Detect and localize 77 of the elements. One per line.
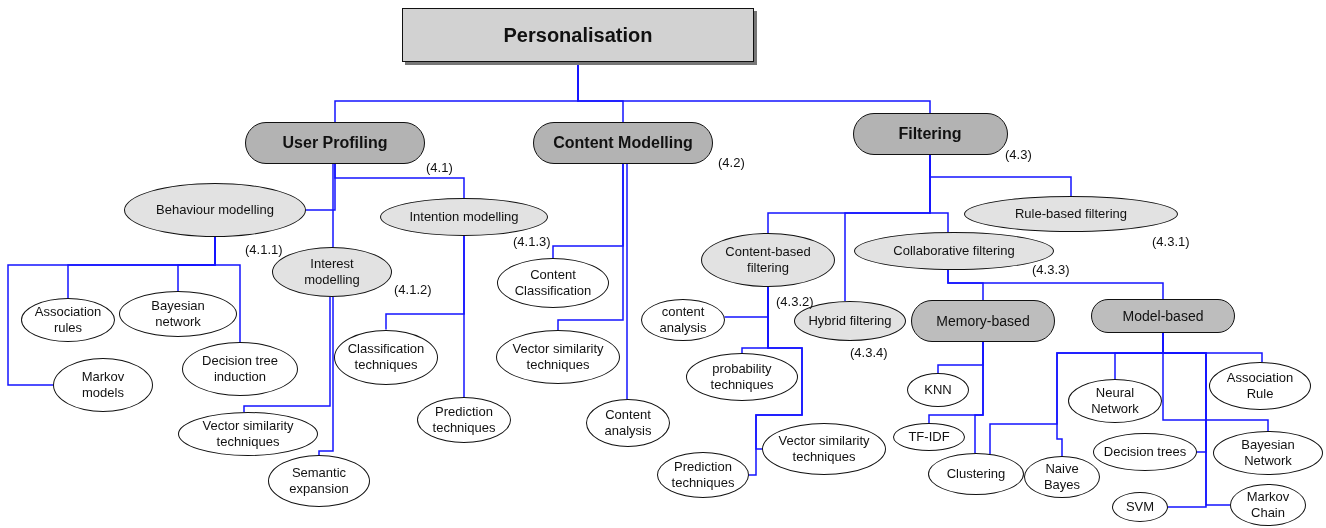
category-pill <box>533 122 713 164</box>
node-label: Bayesian network <box>150 298 206 330</box>
section-number: (4.1.2) <box>394 282 432 297</box>
technique-ellipse <box>893 423 965 451</box>
category-pill <box>1091 299 1235 333</box>
technique-ellipse <box>119 291 237 337</box>
section-number: (4.1) <box>426 160 453 175</box>
technique-ellipse <box>1093 433 1197 471</box>
node-label: Personalisation <box>503 23 653 47</box>
section-number: (4.3.3) <box>1032 262 1070 277</box>
node-label: Content Modelling <box>553 133 693 153</box>
connector-line <box>844 154 931 302</box>
node-label: Association rules <box>33 304 103 336</box>
connector-line <box>947 269 1164 300</box>
connector-line <box>463 235 465 398</box>
section-number: (4.3.1) <box>1152 234 1190 249</box>
connector-line <box>243 296 331 413</box>
technique-ellipse <box>1068 379 1162 423</box>
connector-line <box>557 163 624 331</box>
title-box <box>402 8 754 62</box>
node-label: User Profiling <box>282 133 388 153</box>
technique-ellipse <box>907 373 969 407</box>
section-number: (4.2) <box>718 155 745 170</box>
node-label: Decision tree induction <box>201 353 279 385</box>
technique-ellipse <box>178 412 318 456</box>
node-label: Markov Chain <box>1245 489 1291 521</box>
node-label: Model-based <box>1122 307 1204 325</box>
node-label: Classification techniques <box>346 341 426 373</box>
section-number: (4.1.3) <box>513 234 551 249</box>
connector-line <box>332 163 334 248</box>
category-pill <box>245 122 425 164</box>
connector-line <box>748 286 803 476</box>
node-label: Interest modelling <box>303 256 361 288</box>
connector-line <box>974 341 984 454</box>
section-number: (4.3) <box>1005 147 1032 162</box>
connector-line <box>318 296 334 456</box>
node-label: probability techniques <box>709 361 775 393</box>
connector-line <box>214 236 241 343</box>
node-label: Clustering <box>946 466 1006 482</box>
technique-ellipse <box>686 353 798 401</box>
node-label: Association Rule <box>1225 370 1295 402</box>
technique-ellipse <box>1209 362 1311 410</box>
node-label: Prediction techniques <box>431 404 497 436</box>
technique-ellipse <box>1024 456 1100 498</box>
node-label: Behaviour modelling <box>156 202 274 218</box>
node-label: Bayesian Network <box>1240 437 1296 469</box>
node-label: Decision trees <box>1103 444 1187 460</box>
section-number: (4.3.4) <box>850 345 888 360</box>
node-label: KNN <box>924 382 952 398</box>
node-label: Vector similarity techniques <box>511 341 605 373</box>
node-label: Semantic expansion <box>288 465 350 497</box>
node-label: Prediction techniques <box>670 459 736 491</box>
technique-ellipse <box>1112 492 1168 522</box>
node-label: Vector similarity techniques <box>201 418 295 450</box>
node-label: Vector similarity techniques <box>777 433 871 465</box>
node-label: Filtering <box>898 124 962 144</box>
node-label: SVM <box>1125 499 1155 515</box>
node-label: Intention modelling <box>409 209 519 225</box>
node-label: Markov models <box>80 369 126 401</box>
section-number: (4.1.1) <box>245 242 283 257</box>
node-label: content analysis <box>658 304 708 336</box>
connector-line <box>626 163 628 400</box>
node-label: Content-based filtering <box>724 244 812 276</box>
category-pill <box>911 300 1055 342</box>
node-label: Rule-based filtering <box>1015 206 1127 222</box>
node-label: Content analysis <box>603 407 653 439</box>
node-label: Content Classification <box>513 267 593 299</box>
node-label: Collaborative filtering <box>893 243 1015 259</box>
connector-line <box>334 163 465 199</box>
node-label: Naive Bayes <box>1042 461 1082 493</box>
technique-ellipse <box>928 453 1024 495</box>
section-number: (4.3.2) <box>776 294 814 309</box>
node-label: Hybrid filtering <box>808 313 892 329</box>
node-label: Neural Network <box>1090 385 1140 417</box>
node-label: TF-IDF <box>908 429 950 445</box>
node-label: Memory-based <box>936 312 1030 330</box>
category-pill <box>852 113 1008 155</box>
